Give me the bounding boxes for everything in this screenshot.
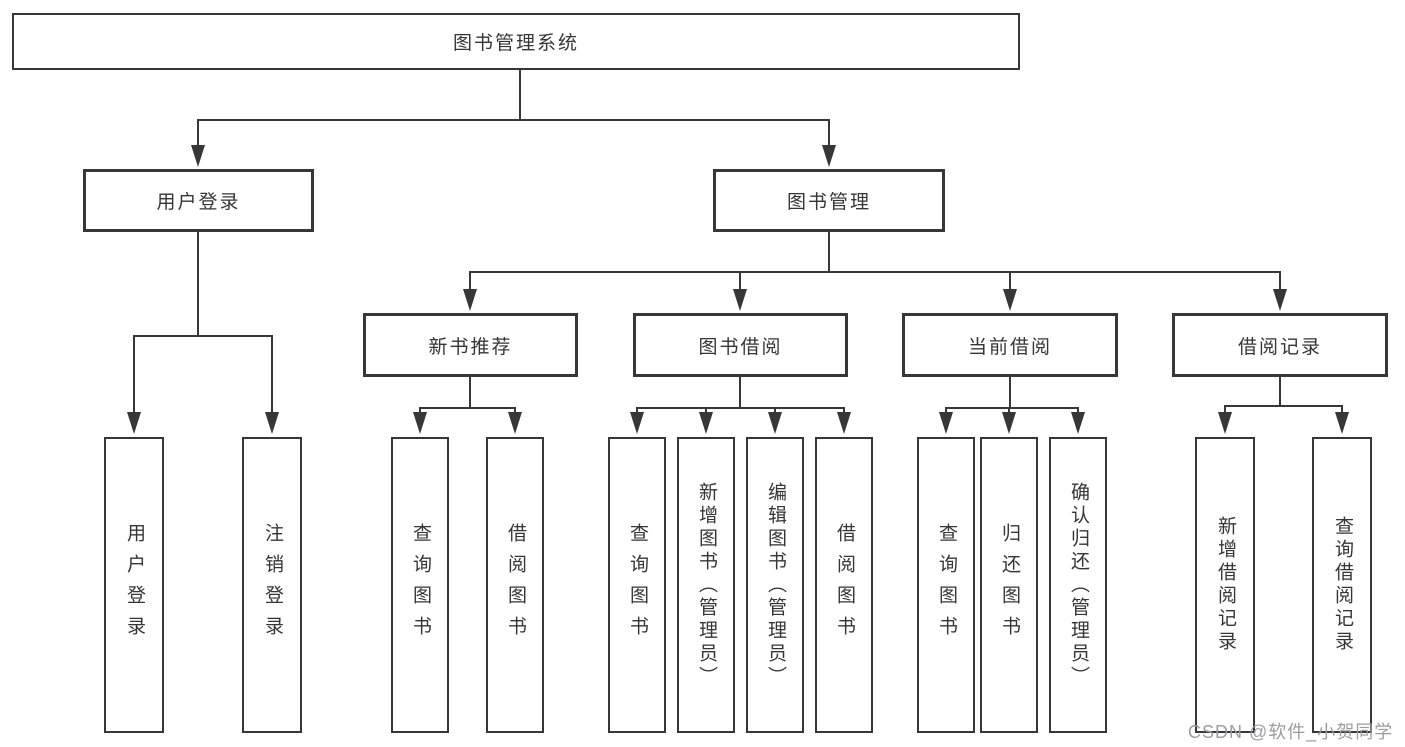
leaf-bb-add-books-admin: 新增图书（管理员）	[677, 437, 735, 733]
leaf-cb-confirm-return-admin-label: 确认归还（管理员）	[1067, 481, 1089, 689]
leaf-bb-query-books: 查询图书	[608, 437, 666, 733]
leaf-cb-query-books: 查询图书	[917, 437, 975, 733]
node-root-system: 图书管理系统	[12, 13, 1020, 70]
node-borrow-records: 借阅记录	[1172, 313, 1388, 377]
node-book-borrow-label: 图书借阅	[698, 336, 783, 358]
node-current-borrow: 当前借阅	[902, 313, 1118, 377]
leaf-user-login-label: 用户登录	[123, 523, 145, 647]
leaf-br-add-record-label: 新增借阅记录	[1214, 516, 1236, 654]
leaf-br-query-record: 查询借阅记录	[1312, 437, 1372, 733]
leaf-bb-query-books-label: 查询图书	[626, 523, 648, 647]
node-borrow-records-label: 借阅记录	[1237, 336, 1322, 358]
leaf-cb-query-books-label: 查询图书	[935, 523, 957, 647]
leaf-nb-query-books-label: 查询图书	[409, 523, 431, 647]
node-book-borrow: 图书借阅	[633, 313, 848, 377]
node-current-borrow-label: 当前借阅	[967, 336, 1052, 358]
node-book-management-label: 图书管理	[786, 192, 871, 213]
leaf-bb-edit-books-admin-label: 编辑图书（管理员）	[764, 481, 786, 689]
node-book-management: 图书管理	[713, 169, 945, 232]
leaf-logout: 注销登录	[242, 437, 302, 733]
leaf-bb-edit-books-admin: 编辑图书（管理员）	[746, 437, 804, 733]
watermark: CSDN @软件_小贺同学	[1188, 722, 1394, 742]
leaf-bb-borrow-books-label: 借阅图书	[833, 523, 855, 647]
leaf-br-add-record: 新增借阅记录	[1195, 437, 1255, 733]
node-new-book-recommend-label: 新书推荐	[428, 336, 513, 358]
leaf-br-query-record-label: 查询借阅记录	[1331, 516, 1353, 654]
node-new-book-recommend: 新书推荐	[363, 313, 578, 377]
leaf-bb-add-books-admin-label: 新增图书（管理员）	[695, 481, 717, 689]
leaf-cb-return-books: 归还图书	[980, 437, 1038, 733]
leaf-bb-borrow-books: 借阅图书	[815, 437, 873, 733]
leaf-nb-borrow-books-label: 借阅图书	[504, 523, 526, 647]
leaf-nb-borrow-books: 借阅图书	[486, 437, 544, 733]
node-root-label: 图书管理系统	[452, 33, 579, 54]
leaf-cb-confirm-return-admin: 确认归还（管理员）	[1049, 437, 1107, 733]
leaf-user-login: 用户登录	[104, 437, 164, 733]
leaf-cb-return-books-label: 归还图书	[998, 523, 1020, 647]
node-user-login: 用户登录	[83, 169, 314, 232]
arrowheads	[127, 145, 1349, 434]
leaf-logout-label: 注销登录	[261, 523, 283, 647]
node-user-login-label: 用户登录	[156, 192, 241, 213]
leaf-nb-query-books: 查询图书	[391, 437, 449, 733]
